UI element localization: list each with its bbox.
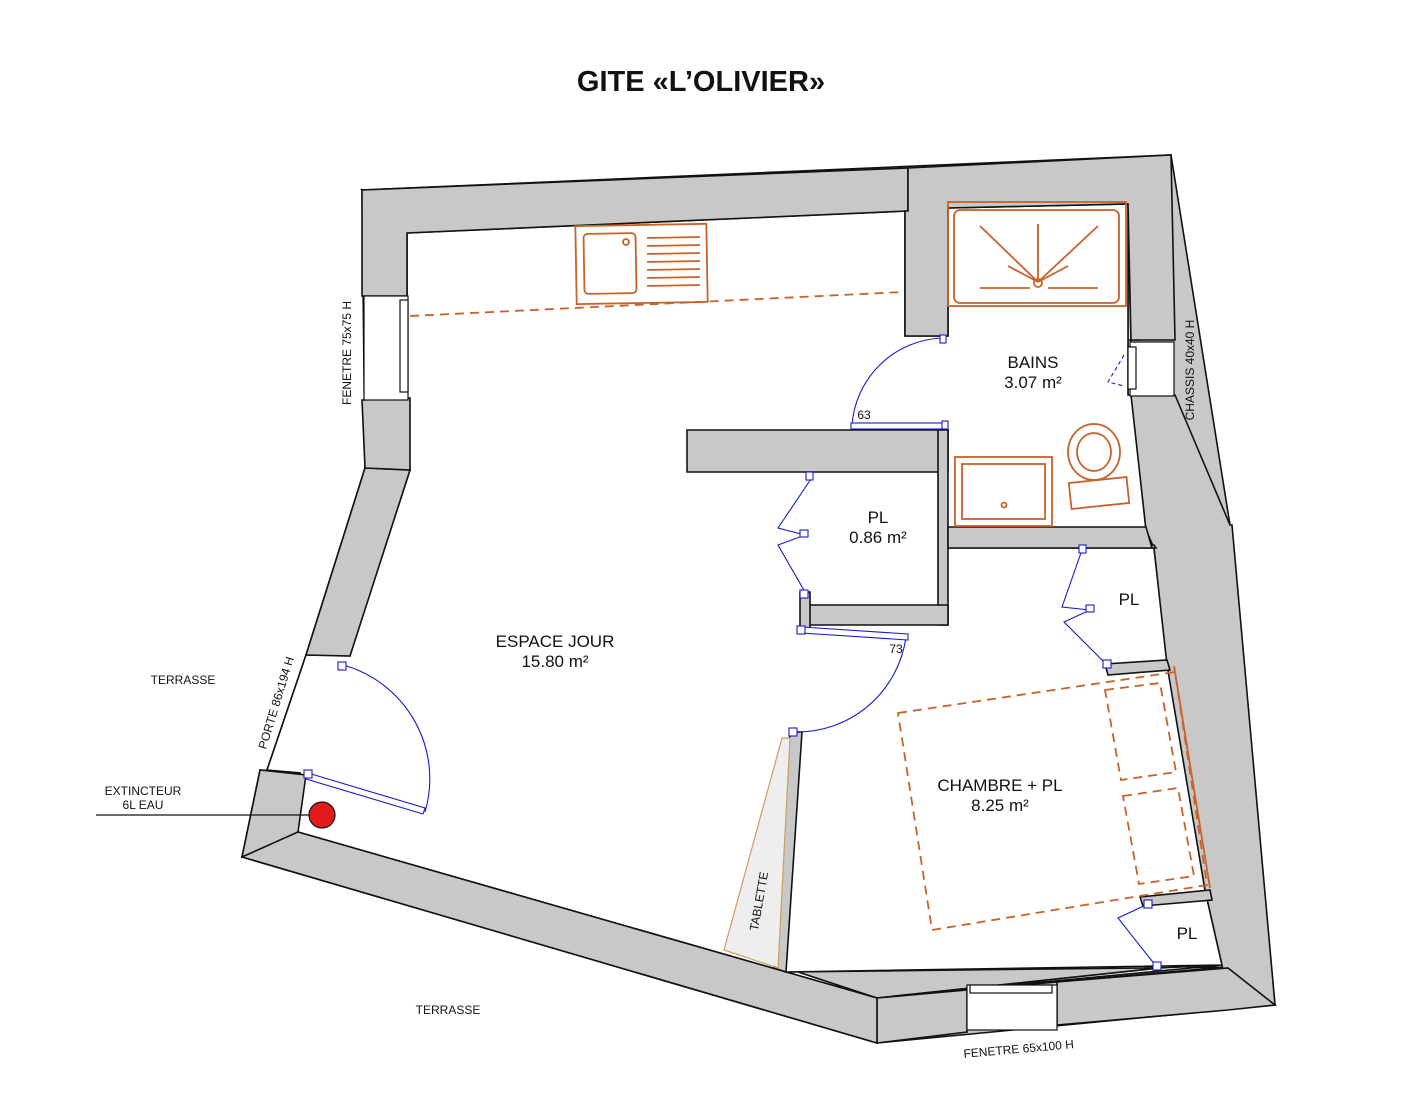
tablette-shelf [723, 737, 791, 969]
door-chambre-hinge [788, 727, 798, 737]
window-chassis [1129, 341, 1175, 397]
room-chambre-name: CHAMBRE + PL [937, 776, 1062, 795]
wall-bains-floor [947, 526, 1154, 549]
room-pl-bottom-name: PL [1177, 924, 1198, 943]
door-pl-center-bifold[interactable] [777, 471, 814, 599]
bathtub-shower-lines [979, 224, 1099, 289]
bathtub-drain [1033, 278, 1043, 288]
label-door-63: 63 [857, 408, 871, 422]
sink-basin [582, 232, 638, 295]
wall-left-mid [361, 397, 411, 471]
room-bains-name: BAINS [1007, 353, 1058, 372]
bed-pillow-1 [1103, 681, 1178, 782]
label-fenetre-left: FENETRE 75x75 H [340, 301, 354, 405]
bathtub [947, 201, 1127, 307]
door-bains-hinge-top [939, 334, 947, 344]
label-terrasse-bottom: TERRASSE [416, 1003, 481, 1017]
room-bains-area: 3.07 m² [1004, 373, 1062, 392]
kitchen-sink [574, 222, 709, 306]
extinguisher-icon [308, 801, 336, 829]
bed-headboard [1173, 665, 1211, 889]
toilet [1067, 423, 1131, 510]
wall-pl-bottom-top [1138, 889, 1213, 907]
wall-pl-right-bottom [1103, 659, 1172, 676]
room-pl-right-name: PL [1119, 590, 1140, 609]
chassis-swing [1107, 354, 1125, 387]
label-terrasse-left: TERRASSE [151, 673, 216, 687]
label-chassis: CHASSIS 40x40 H [1183, 320, 1197, 421]
door-pl-right-bifold[interactable] [1061, 544, 1112, 669]
window-bottom-frame [969, 984, 1053, 994]
plan-title: GITE «L’OLIVIER» [577, 66, 825, 98]
wall-porte-jamb [240, 769, 307, 859]
label-extincteur-2: 6L EAU [123, 798, 164, 812]
room-espace-jour-area: 15.80 m² [521, 652, 588, 671]
label-extincteur-1: EXTINCTEUR [105, 784, 182, 798]
door-entrance-hinge-top [337, 661, 347, 671]
washbasin-inner [961, 463, 1046, 520]
door-bains-hinge-bottom [941, 420, 949, 430]
washbasin-drain [1000, 501, 1008, 509]
label-fenetre-bottom: FENETRE 65x100 H [963, 1037, 1075, 1061]
door-chambre-swing [794, 636, 907, 733]
window-chassis-frame [1127, 346, 1137, 390]
door-pl-bottom[interactable] [1117, 899, 1162, 971]
room-pl-center-area: 0.86 m² [849, 528, 907, 547]
room-chambre-area: 8.25 m² [971, 796, 1029, 815]
door-bains-swing [851, 337, 943, 426]
door-entrance-swing [342, 664, 431, 813]
door-bains-leaf[interactable] [850, 422, 946, 430]
sink-drainer [646, 236, 701, 287]
worktop-edge [409, 291, 904, 317]
door-chambre-hinge-top [796, 625, 806, 635]
wall-pl-bottom [805, 604, 949, 626]
wall-bains-separator [686, 429, 949, 473]
sink-drain [622, 238, 630, 246]
room-espace-jour-name: ESPACE JOUR [496, 632, 615, 651]
washbasin [954, 456, 1053, 527]
bed-pillow-2 [1121, 786, 1196, 886]
bathtub-inner [953, 209, 1120, 304]
bed-outline [896, 670, 1209, 932]
window-left-frame [399, 299, 409, 393]
door-entrance-hinge [303, 769, 313, 779]
room-pl-center-name: PL [868, 508, 889, 527]
label-door-73: 73 [889, 642, 903, 656]
